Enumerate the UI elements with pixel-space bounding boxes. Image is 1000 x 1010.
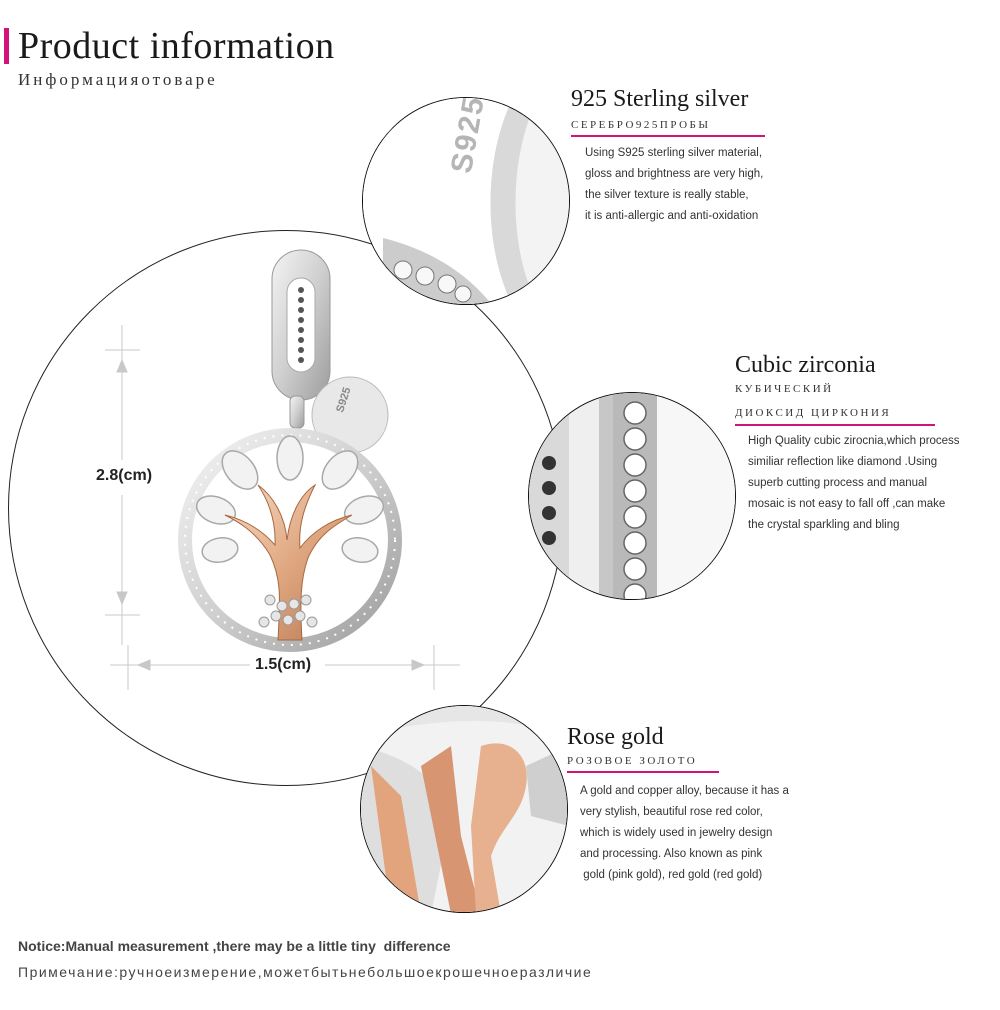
rosegold-detail-circle: [360, 705, 568, 913]
desc-line: gloss and brightness are very high,: [585, 168, 764, 180]
rosegold-feature-title: Rose gold: [567, 724, 664, 750]
rosegold-feature-subtitle-ru: РОЗОВОЕ ЗОЛОТО: [567, 755, 698, 767]
page-subtitle-ru: Информацияотоваре: [18, 70, 218, 89]
zirconia-detail-circle: [528, 392, 736, 600]
zirconia-closeup-icon: [529, 393, 735, 599]
zirconia-feature-description: High Quality cubic zirocnia,which proces…: [748, 431, 960, 536]
silver-feature-underline: [571, 135, 765, 137]
desc-line: Using S925 sterling silver material,: [585, 147, 763, 159]
page-title: Product information: [18, 25, 335, 67]
title-accent-bar: [4, 28, 9, 64]
silver-closeup-icon: [363, 98, 569, 304]
desc-line: very stylish, beautiful rose red color,: [580, 806, 763, 818]
desc-line: gold (pink gold), red gold (red gold): [580, 869, 763, 881]
silver-detail-circle: [362, 97, 570, 305]
width-dimension-label: 1.5(cm): [255, 656, 312, 673]
silver-feature-subtitle-ru: СЕРЕБРО925ПРОБЫ: [571, 119, 711, 131]
desc-line: High Quality cubic zirocnia,which proces…: [748, 435, 960, 447]
tree-of-life-pendant-icon: [105, 249, 460, 690]
rosegold-closeup-icon: [361, 706, 567, 912]
desc-line: the silver texture is really stable,: [585, 189, 749, 201]
notice-text: Notice:Manual measurement ,there may be …: [18, 938, 451, 954]
zirconia-feature-subtitle-ru-1: КУБИЧЕСКИЙ: [735, 383, 834, 395]
desc-line: which is widely used in jewelry design: [580, 827, 773, 839]
desc-line: similiar reflection like diamond .Using: [748, 456, 938, 468]
desc-line: superb cutting process and manual: [748, 477, 927, 489]
zirconia-feature-title: Cubic zirconia: [735, 352, 876, 378]
desc-line: mosaic is not easy to fall off ,can make: [748, 498, 946, 510]
rosegold-feature-description: A gold and copper alloy, because it has …: [580, 781, 789, 886]
desc-line: and processing. Also known as pink: [580, 848, 763, 860]
desc-line: A gold and copper alloy, because it has …: [580, 785, 789, 797]
silver-feature-title: 925 Sterling silver: [571, 86, 749, 112]
notice-text-ru: Примечание:ручноеизмерение,можетбытьнебо…: [18, 964, 593, 980]
rosegold-feature-underline: [567, 771, 719, 773]
height-dimension-label: 2.8(cm): [96, 467, 153, 484]
desc-line: it is anti-allergic and anti-oxidation: [585, 210, 759, 222]
silver-feature-description: Using S925 sterling silver material, glo…: [585, 143, 763, 227]
desc-line: the crystal sparkling and bling: [748, 519, 900, 531]
zirconia-feature-subtitle-ru-2: ДИОКСИД ЦИРКОНИЯ: [735, 407, 892, 419]
zirconia-feature-underline: [735, 424, 935, 426]
